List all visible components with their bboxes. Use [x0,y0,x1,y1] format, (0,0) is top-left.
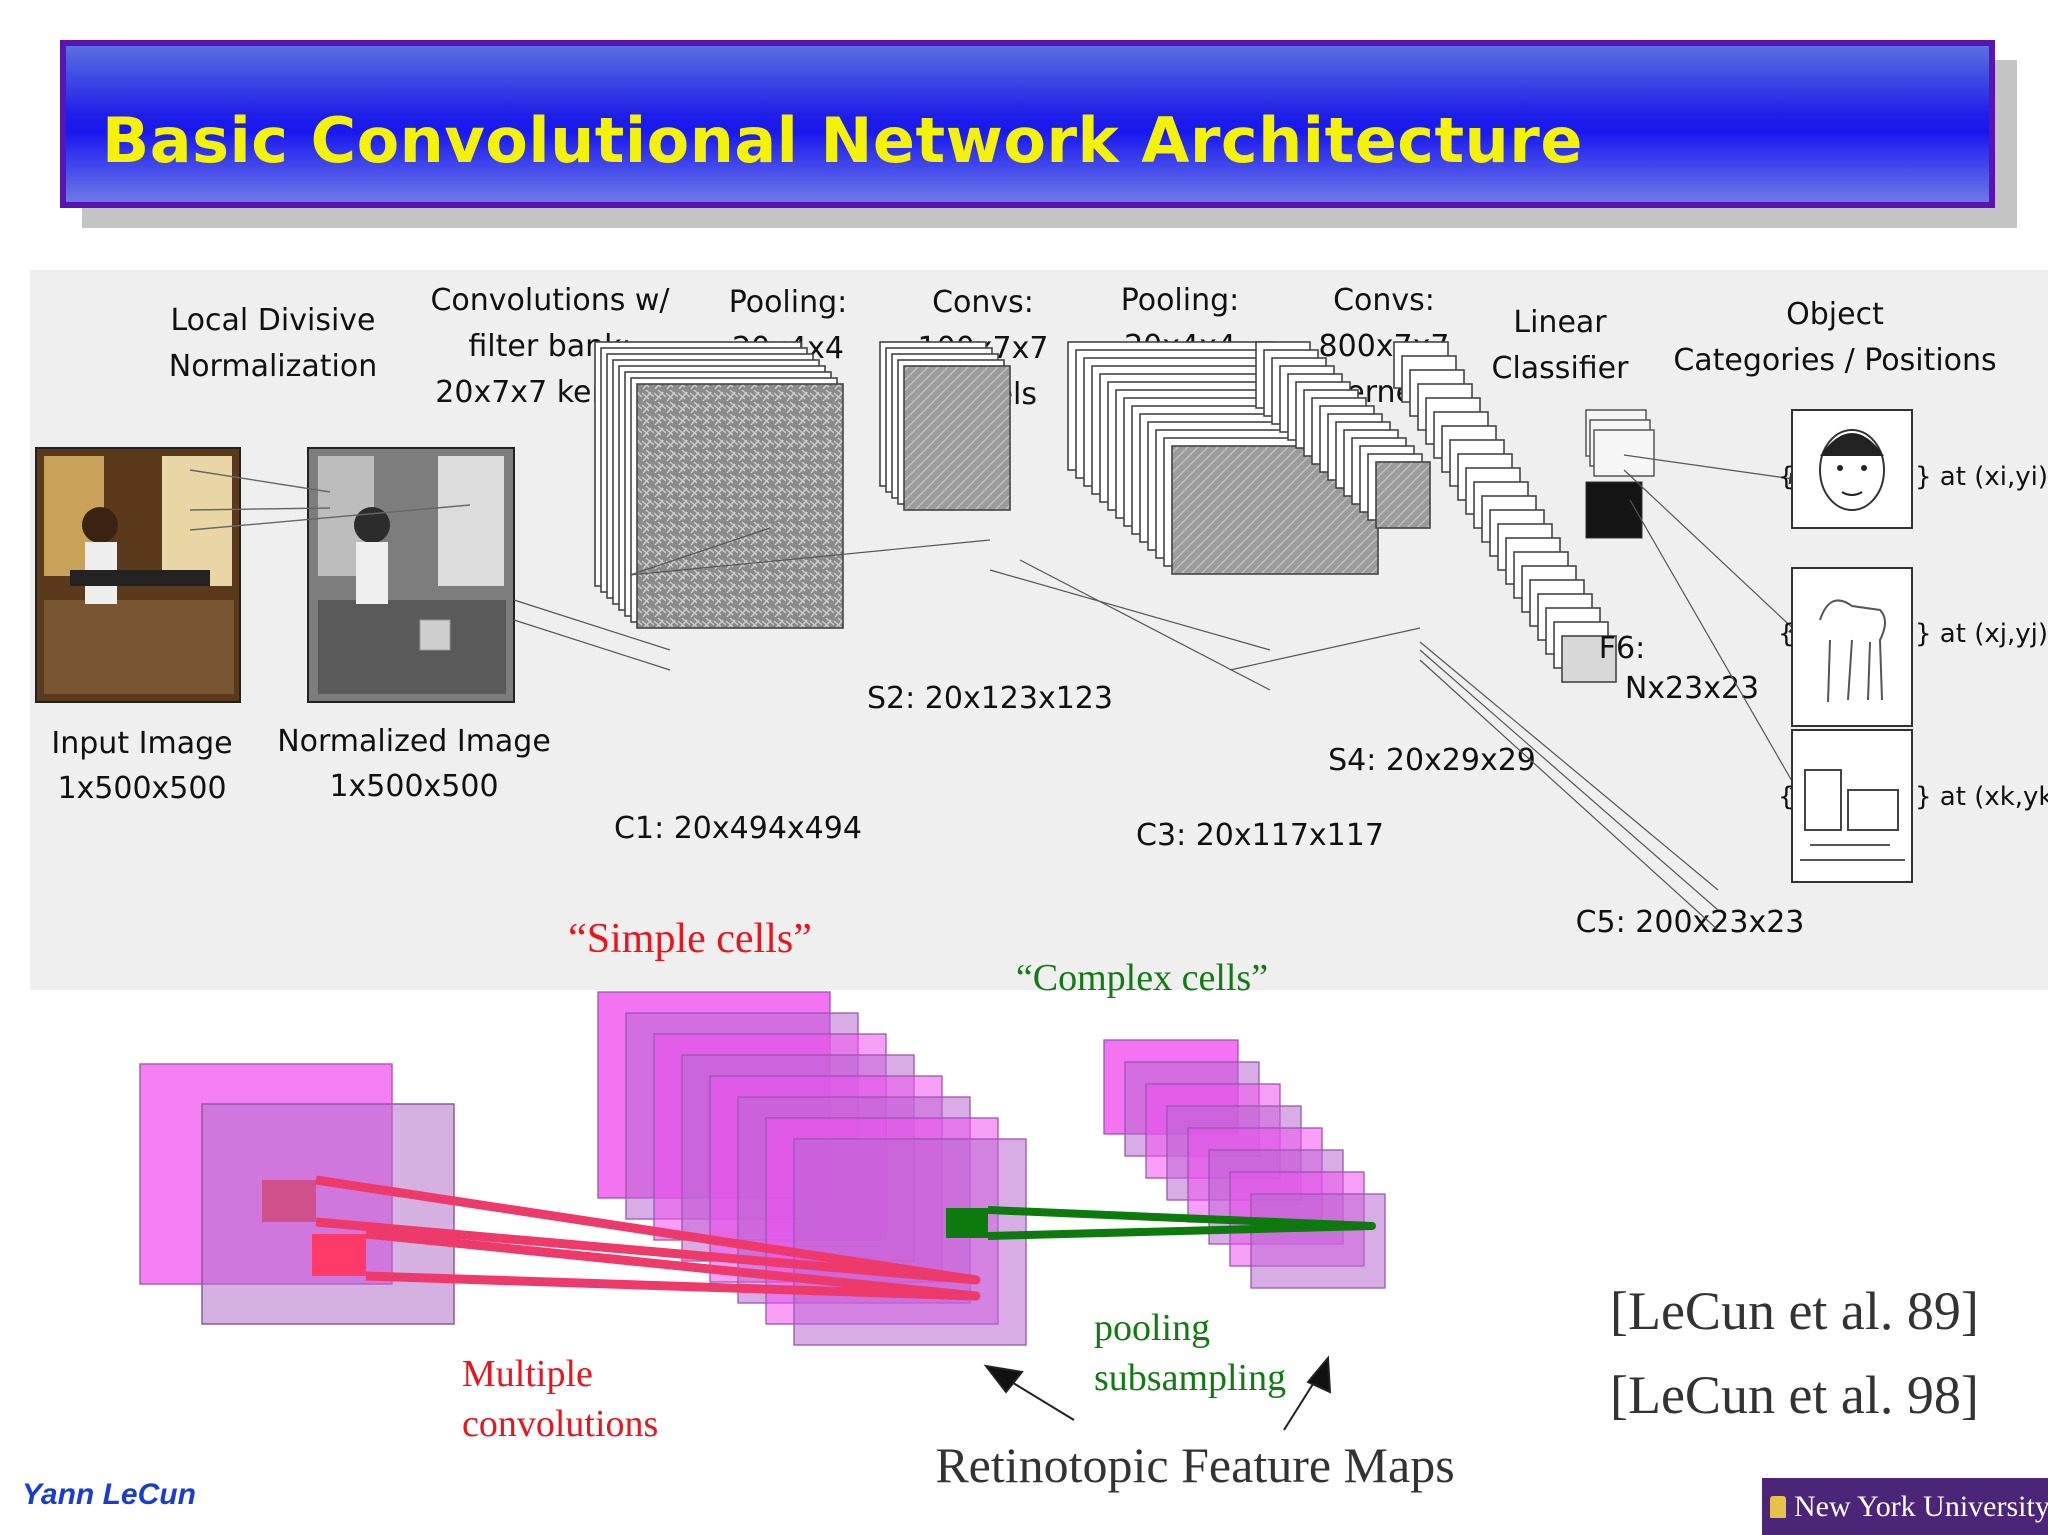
simple-cell-maps [597,991,1027,1346]
title-bar: Basic Convolutional Network Architecture [60,40,1995,208]
c5-layer [1561,635,1617,683]
svg-text:Multiple: Multiple [462,1353,593,1395]
svg-text:{: { [1778,462,1795,492]
svg-text:Pooling:: Pooling: [729,285,848,320]
svg-text:pooling: pooling [1094,1307,1210,1349]
svg-text:{: { [1778,619,1795,649]
output-position-labels: { } at (xi,yi) { } at (xj,yj) { } at (xk… [1778,462,2048,812]
svg-text:1x500x500: 1x500x500 [329,769,498,804]
input-image-label: Input Image 1x500x500 [51,726,232,806]
input-connection-lines [189,469,471,531]
retinotopic-arrows [983,1355,1332,1431]
pipeline-svg: Local Divisive Normalization Convolution… [35,283,2048,940]
simple-cell-map [709,1075,943,1283]
torch-icon [1770,1496,1786,1518]
svg-text:Categories / Positions: Categories / Positions [1673,343,1996,378]
c5-label: C5: 200x23x23 [1576,905,1805,940]
svg-text:{: { [1778,782,1795,812]
multiple-convolutions-label: Multiple convolutions [462,1353,658,1445]
s2-layer [903,365,1011,511]
c3-label: C3: 20x117x117 [1136,818,1384,853]
svg-text:} at (xi,yi): } at (xi,yi) [1915,462,2048,492]
simple-cell-map [653,1033,887,1241]
stage-label-linear-classifier: Linear Classifier [1492,305,1630,386]
svg-text:subsampling: subsampling [1094,1357,1286,1399]
f6-output-map [1585,409,1655,539]
svg-text:Object: Object [1786,297,1884,332]
complex-cell-map [1208,1149,1344,1245]
s4-label: S4: 20x29x29 [1328,743,1536,778]
c5-feature-maps [1393,341,1617,683]
svg-text:1x500x500: 1x500x500 [57,771,226,806]
svg-text:} at (xj,yj): } at (xj,yj) [1915,619,2048,649]
simple-cell-map [625,1012,859,1220]
stage-label-normalization: Local Divisive Normalization [169,303,377,384]
svg-text:Convolutions w/: Convolutions w/ [430,283,670,318]
svg-text:Normalized Image: Normalized Image [277,724,551,759]
svg-text:Input Image: Input Image [51,726,232,761]
c1-layer [636,383,844,629]
f6-label: F6: Nx23x23 [1599,631,1759,706]
nyu-logo: New York University [1762,1478,2048,1535]
output-room [1791,729,1913,883]
output-animal [1791,567,1913,727]
normalized-image [307,447,515,703]
stage-label-object-categories: Object Categories / Positions [1673,297,1996,378]
svg-text:Normalization: Normalization [169,349,377,384]
s2-feature-maps [879,341,1011,511]
institution-name: New York University [1794,1490,2048,1523]
reference-lecun-89: [LeCun et al. 89] [1610,1281,1979,1341]
svg-text:convolutions: convolutions [462,1403,658,1445]
svg-text:} at (xk,yk): } at (xk,yk) [1915,782,2048,812]
c1-label: C1: 20x494x494 [614,811,862,846]
complex-cell-map [1124,1061,1260,1157]
complex-cell-map [1166,1105,1302,1201]
svg-text:Convs:: Convs: [1333,283,1435,318]
author-name: Yann LeCun [22,1478,196,1511]
pooling-subsampling-label: pooling subsampling [1094,1307,1286,1399]
slide-title: Basic Convolutional Network Architecture [102,104,1583,177]
simple-cell-map [681,1054,915,1262]
c1-feature-maps [594,341,844,629]
s2-label: S2: 20x123x123 [867,681,1113,716]
complex-cell-map [1250,1193,1386,1289]
complex-cell-map [1187,1127,1323,1223]
reference-lecun-98: [LeCun et al. 98] [1610,1365,1979,1425]
output-face [1791,409,1913,529]
svg-text:Nx23x23: Nx23x23 [1625,671,1759,706]
simple-cell-map [597,991,831,1199]
pooling-connections [946,1206,1376,1240]
simple-cell-map [793,1138,1027,1346]
simple-cell-map [765,1117,999,1325]
s4-layer [1375,461,1431,529]
simple-cell-map [737,1096,971,1304]
svg-text:Local Divisive: Local Divisive [171,303,376,338]
svg-text:Pooling:: Pooling: [1121,283,1240,318]
complex-cell-maps [1103,1039,1386,1289]
svg-text:Linear: Linear [1513,305,1607,340]
convnet-pipeline-figure: Local Divisive Normalization Convolution… [30,270,2048,990]
complex-cell-map [1229,1171,1365,1267]
complex-cell-map [1145,1083,1281,1179]
complex-cell-map [1103,1039,1239,1135]
network-connection-lines [513,454,1802,931]
retinotopic-label: Retinotopic Feature Maps [935,1437,1454,1493]
convolution-connections [262,1175,981,1301]
normalized-image-label: Normalized Image 1x500x500 [277,724,551,804]
input-layer-maps [139,1063,455,1325]
svg-text:Convs:: Convs: [932,285,1034,320]
svg-text:F6:: F6: [1599,631,1645,666]
s4-feature-maps [1255,341,1431,529]
svg-text:Classifier: Classifier [1492,351,1630,386]
input-image [35,447,241,703]
